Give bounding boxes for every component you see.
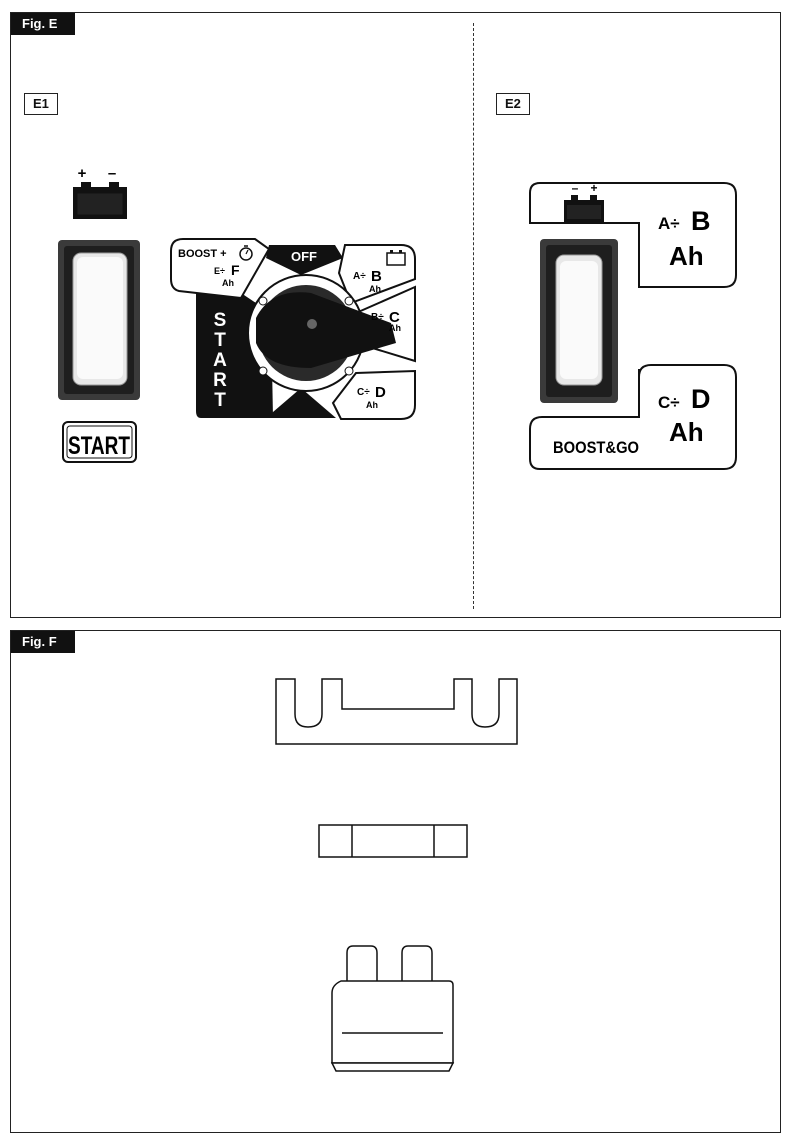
e2-label: E2	[496, 93, 530, 115]
e2-cd-unit: Ah	[669, 417, 704, 447]
start-letter-t2: T	[214, 390, 226, 411]
battery-plus-sign: +	[78, 165, 87, 182]
start-letter-t: T	[214, 330, 226, 351]
start-badge-text: START	[68, 432, 130, 460]
rocker-switch-icon	[540, 239, 618, 403]
ef-prefix: E÷	[214, 266, 225, 276]
start-letter-s: S	[214, 310, 227, 331]
battery-icon	[386, 250, 406, 266]
fig-f-tab: Fig. F	[11, 631, 75, 653]
e1-label: E1	[24, 93, 58, 115]
battery-minus-sign: –	[572, 181, 579, 195]
selector-dial: BOOST + E÷ F Ah OFF A÷ B Ah B÷ C Ah C÷ D	[170, 238, 416, 420]
ab-prefix: A÷	[353, 271, 366, 282]
e2-ab-letter: B	[691, 206, 711, 236]
ab-unit: Ah	[369, 284, 381, 294]
cd-label-box	[529, 364, 737, 470]
battery-minus-sign: –	[108, 165, 116, 182]
boost-go-label: BOOST&GO	[553, 438, 639, 457]
e2-ab-prefix: A÷	[658, 214, 680, 233]
fig-e-panel: Fig. E E1 E2 + – START	[10, 12, 781, 618]
cd-prefix: C÷	[357, 387, 370, 398]
cd-unit: Ah	[366, 400, 378, 410]
off-label: OFF	[291, 249, 317, 264]
ab-letter: B	[371, 268, 382, 285]
battery-icon: + –	[73, 165, 127, 219]
glass-fuse-icon	[318, 824, 468, 858]
e1-drawing: + – START	[58, 165, 416, 463]
battery-plus-sign: +	[590, 181, 597, 195]
bc-letter: C	[389, 309, 400, 326]
fig-f-drawing	[275, 678, 518, 1072]
start-letter-r: R	[213, 370, 227, 391]
ef-letter: F	[231, 262, 240, 278]
e2-cd-letter: D	[691, 384, 711, 414]
rocker-switch-icon	[58, 240, 140, 400]
stopwatch-icon	[239, 245, 253, 261]
e2-cd-prefix: C÷	[658, 393, 680, 412]
bc-unit: Ah	[389, 323, 401, 333]
boost-label: BOOST +	[178, 248, 227, 260]
bc-prefix: B÷	[371, 312, 384, 323]
fuse-strip-icon	[275, 678, 518, 745]
e2-ab-unit: Ah	[669, 241, 704, 271]
e2-drawing: – + A÷ B Ah C÷ D Ah BOOST&GO	[529, 181, 737, 470]
fig-e-tab: Fig. E	[11, 13, 76, 35]
ef-unit: Ah	[222, 278, 234, 288]
divider	[473, 23, 474, 609]
cd-letter: D	[375, 384, 386, 401]
blade-fuse-icon	[330, 945, 455, 1072]
start-badge: START	[62, 421, 137, 463]
battery-icon: – +	[564, 181, 604, 222]
start-letter-a: A	[213, 350, 227, 371]
fig-f-panel: Fig. F	[10, 630, 781, 1133]
